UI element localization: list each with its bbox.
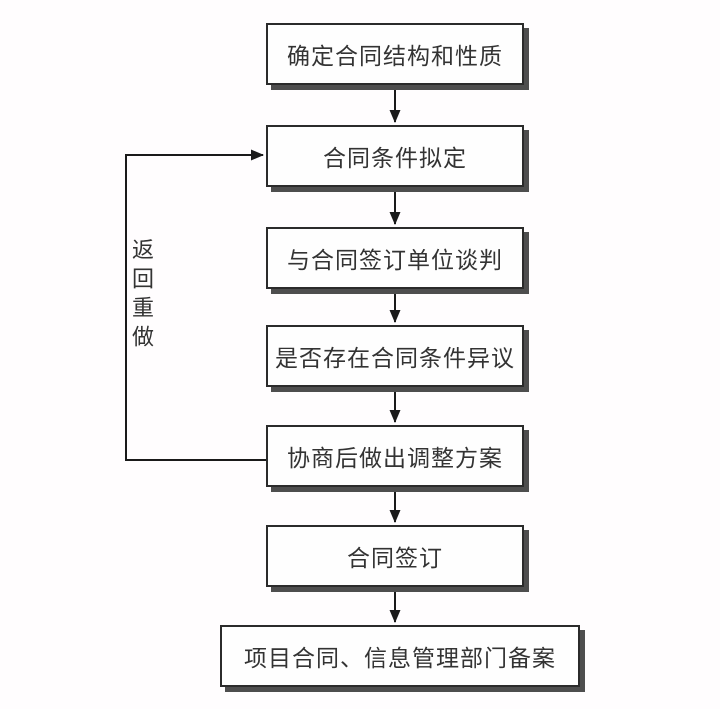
node-determine-contract-structure: 确定合同结构和性质 [266, 23, 524, 85]
node-label: 合同签订 [347, 546, 443, 571]
node-adjustment-plan-after-negotiation: 协商后做出调整方案 [266, 425, 524, 487]
node-label: 协商后做出调整方案 [287, 446, 503, 471]
node-draft-contract-terms: 合同条件拟定 [266, 125, 524, 187]
node-filing-with-management-departments: 项目合同、信息管理部门备案 [220, 625, 580, 687]
node-label: 项目合同、信息管理部门备案 [244, 646, 556, 671]
feedback-loop-arrow [125, 149, 266, 461]
node-label: 合同条件拟定 [323, 146, 467, 171]
node-label: 确定合同结构和性质 [287, 44, 503, 69]
node-label: 是否存在合同条件异议 [275, 346, 515, 371]
node-label: 与合同签订单位谈判 [287, 248, 503, 273]
node-contract-signing: 合同签订 [266, 525, 524, 587]
node-negotiate-with-signing-party: 与合同签订单位谈判 [266, 227, 524, 289]
feedback-loop-label: 返回重做 [129, 238, 154, 354]
node-check-term-objections: 是否存在合同条件异议 [266, 325, 524, 387]
